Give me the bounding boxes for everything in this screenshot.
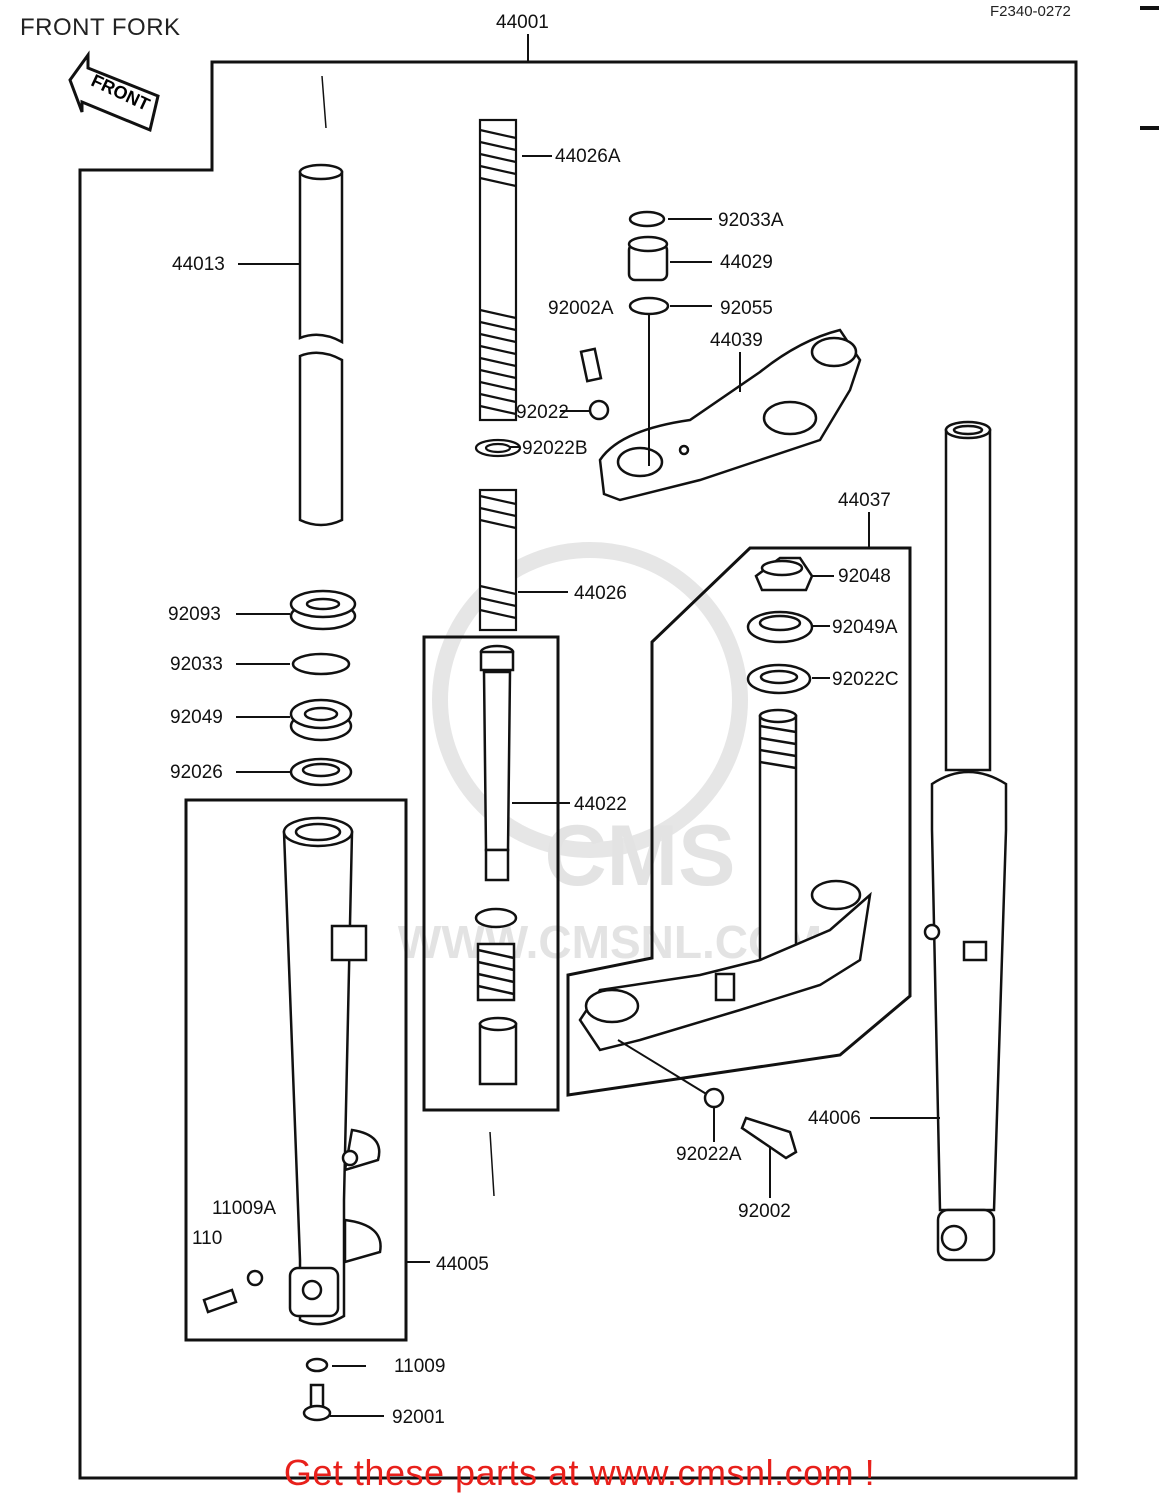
watermark: CMS WWW.CMSNL.COM <box>398 542 822 968</box>
part-label-92048: 92048 <box>838 566 891 587</box>
part-label-92033a: 92033A <box>718 210 784 231</box>
watermark-text: CMS <box>544 808 735 904</box>
part-label-44037: 44037 <box>838 490 891 511</box>
watermark-url: WWW.CMSNL.COM <box>398 916 822 968</box>
part-label-92033: 92033 <box>170 654 223 675</box>
part-label-44013: 44013 <box>172 254 225 275</box>
part-label-92022b: 92022B <box>522 438 588 459</box>
left-fork-box <box>184 798 408 1342</box>
leader-lines <box>236 155 940 1417</box>
fork-cylinder <box>474 644 518 1086</box>
part-label-92093: 92093 <box>168 604 221 625</box>
diagram-code: F2340-0272 <box>990 3 1071 20</box>
part-label-110: 110 <box>192 1228 222 1249</box>
part-label-44029: 44029 <box>720 252 773 273</box>
part-label-92022: 92022 <box>516 402 569 423</box>
steering-stem-box <box>566 546 912 1097</box>
page-title: FRONT FORK <box>20 14 181 41</box>
fork-inner-tube <box>298 75 344 527</box>
part-label-92001: 92001 <box>392 1407 445 1428</box>
front-arrow: FRONT <box>68 50 160 133</box>
part-label-92002a: 92002A <box>548 298 614 319</box>
part-label-44022: 44022 <box>574 794 627 815</box>
fork-spring-upper <box>474 118 522 458</box>
lower-bracket-bolts <box>703 1087 798 1160</box>
steering-stem <box>578 708 872 1052</box>
axle-clamp-bolt <box>202 1269 264 1314</box>
drain-bolt <box>302 1357 332 1422</box>
part-label-44026: 44026 <box>574 583 627 604</box>
part-label-11009: 11009 <box>394 1356 445 1377</box>
part-label-44005: 44005 <box>436 1254 489 1275</box>
part-label-92026: 92026 <box>170 762 223 783</box>
fork-spring-lower <box>478 488 518 632</box>
outer-frame <box>78 60 1078 1480</box>
part-label-92022a: 92022A <box>676 1144 742 1165</box>
part-label-11009a: 11009A <box>212 1198 276 1219</box>
part-label-92002: 92002 <box>738 1201 791 1222</box>
part-label-92049: 92049 <box>170 707 223 728</box>
upper-bracket-parts <box>579 210 670 421</box>
part-label-44039: 44039 <box>710 330 763 351</box>
part-labels: 44001 44026A 92033A 44013 44029 92002A 9… <box>168 12 899 1428</box>
steering-bearings <box>746 556 814 695</box>
part-label-92055: 92055 <box>720 298 773 319</box>
part-label-44001: 44001 <box>496 12 549 33</box>
part-label-44006: 44006 <box>808 1108 861 1129</box>
part-label-92049a: 92049A <box>832 617 898 638</box>
right-fork-assembly <box>923 420 1008 1262</box>
part-label-44026a: 44026A <box>555 146 621 167</box>
steering-stem-head <box>598 328 862 502</box>
seal-stack <box>289 589 357 787</box>
footer-banner-link[interactable]: Get these parts at www.cmsnl.com ! <box>283 1452 876 1493</box>
part-label-92022c: 92022C <box>832 669 899 690</box>
cylinder-box <box>422 635 560 1112</box>
left-outer-tube <box>282 816 382 1326</box>
